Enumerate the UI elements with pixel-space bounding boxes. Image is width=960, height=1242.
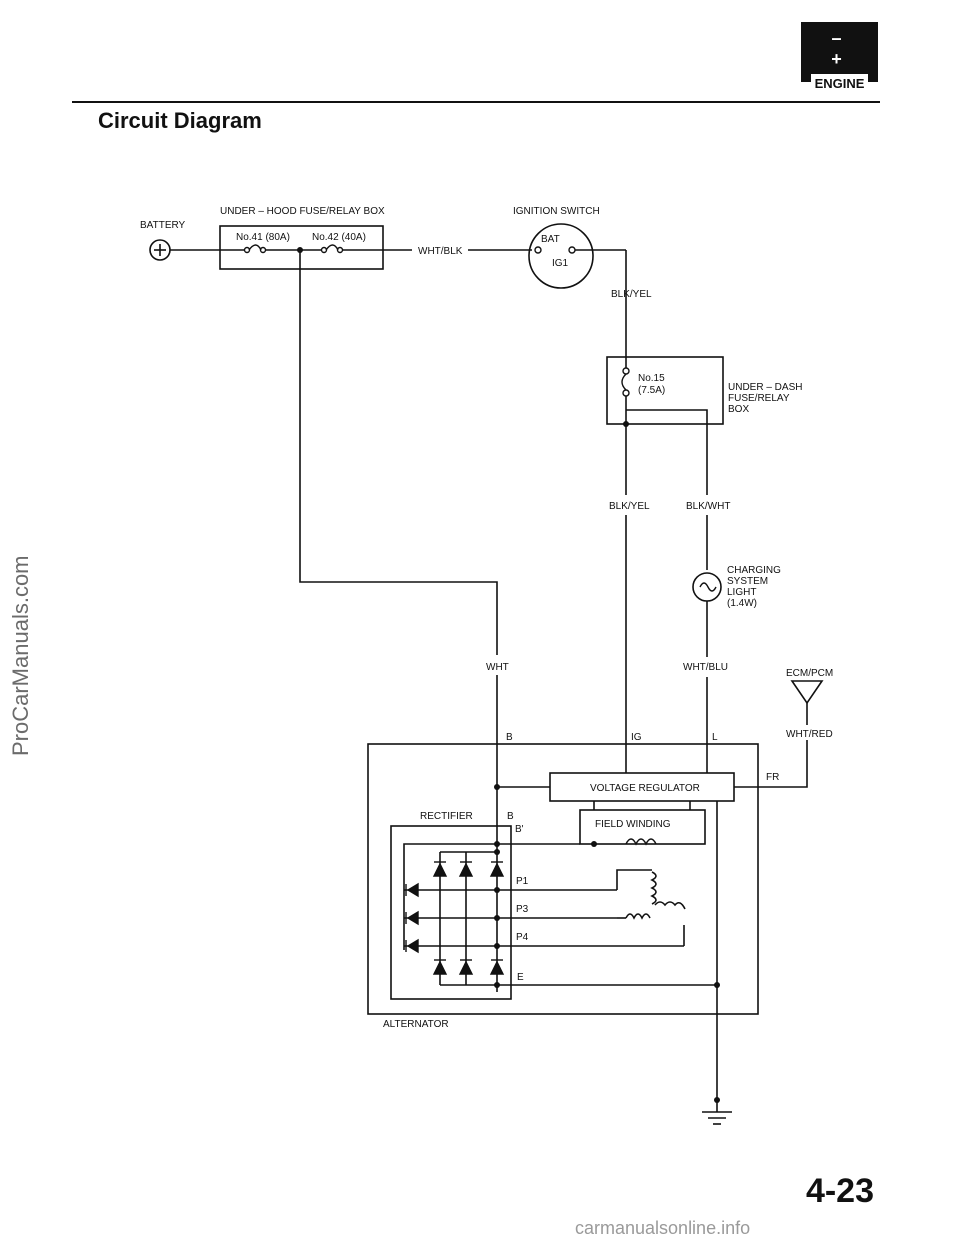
terminal-ig-label: IG — [631, 732, 642, 743]
rectifier-diode-icon — [405, 861, 505, 975]
field-winding-coil-icon — [625, 838, 657, 846]
wire-wht-blu-label: WHT/BLU — [683, 662, 728, 673]
terminal-b-label: B — [506, 732, 513, 743]
voltage-regulator-label: VOLTAGE REGULATOR — [590, 783, 700, 794]
charging-light-label-4: (1.4W) — [727, 598, 757, 609]
battery-terminal-icon — [815, 22, 827, 28]
engine-section-badge: – + ENGINE — [801, 22, 878, 93]
fuse-15-icon — [621, 367, 630, 397]
charging-light-label-3: LIGHT — [727, 587, 756, 598]
fuse-41-label: No.41 (80A) — [236, 232, 290, 243]
charging-light-bulb-icon — [699, 582, 717, 592]
terminal-p4-label: P4 — [516, 932, 529, 943]
fuse-15-label: No.15 — [638, 373, 665, 384]
wire-blk-wht-label: BLK/WHT — [686, 501, 730, 512]
wire-wht-blk-label: WHT/BLK — [418, 246, 463, 257]
watermark-footer: carmanualsonline.info — [575, 1218, 751, 1238]
battery-positive-icon — [149, 239, 171, 261]
charging-light-label-1: CHARGING — [727, 565, 781, 576]
underdash-box-label-1: UNDER – DASH — [728, 382, 802, 393]
badge-label: ENGINE — [810, 74, 869, 93]
terminal-e-label: E — [517, 972, 524, 983]
ecm-pcm-label: ECM/PCM — [786, 668, 833, 679]
wire-wht-red-label: WHT/RED — [786, 729, 833, 740]
terminal-l-label: L — [712, 732, 718, 743]
fuse-41-icon — [243, 244, 267, 254]
terminal-b2-label: B — [507, 811, 514, 822]
charging-light-label-2: SYSTEM — [727, 576, 768, 587]
page-number: 4-23 — [805, 1172, 874, 1210]
wire-blk-yel-label: BLK/YEL — [611, 289, 652, 300]
ignition-ig1-label: IG1 — [552, 258, 569, 269]
field-winding-label: FIELD WINDING — [595, 819, 671, 830]
fuse-15-rating: (7.5A) — [638, 385, 665, 396]
battery-label: BATTERY — [140, 220, 186, 231]
wire-wht-label: WHT — [486, 662, 509, 673]
alternator-label: ALTERNATOR — [383, 1019, 449, 1030]
underdash-box-label-2: FUSE/RELAY — [728, 393, 790, 404]
wires — [170, 223, 824, 1125]
terminal-fr-label: FR — [766, 772, 779, 783]
ignition-bat-label: BAT — [541, 234, 560, 245]
terminal-p1-label: P1 — [516, 876, 529, 887]
rectifier-label: RECTIFIER — [420, 811, 473, 822]
underhood-box-label: UNDER – HOOD FUSE/RELAY BOX — [220, 206, 385, 217]
wire-blk-yel-label-2: BLK/YEL — [609, 501, 650, 512]
underdash-box-label-3: BOX — [728, 404, 749, 415]
ignition-switch-label: IGNITION SWITCH — [513, 206, 600, 217]
junction-dots — [297, 247, 720, 1103]
header-rule — [72, 101, 880, 103]
page-title: Circuit Diagram — [98, 108, 262, 133]
terminal-p3-label: P3 — [516, 904, 529, 915]
terminal-b-prime-label: B' — [515, 824, 524, 835]
fuse-42-label: No.42 (40A) — [312, 232, 366, 243]
fuse-42-icon — [320, 244, 344, 254]
badge-signs: – + — [831, 28, 858, 69]
ignition-contacts-icon — [534, 246, 576, 254]
battery-terminal-icon — [852, 22, 864, 28]
